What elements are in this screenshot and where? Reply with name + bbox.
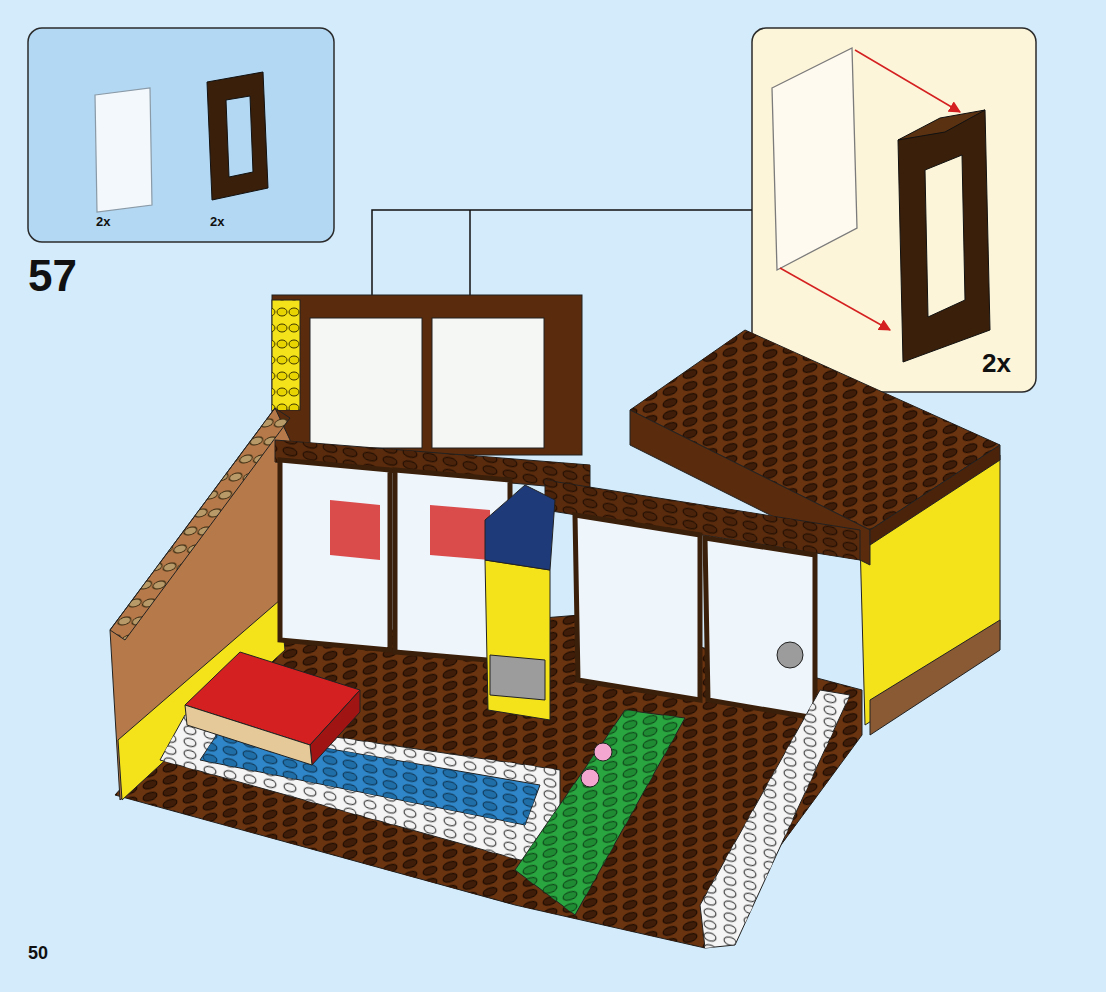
red-bench-side <box>310 690 360 765</box>
window-frame-opening <box>925 155 965 317</box>
blue-roof <box>485 485 555 570</box>
green-studs <box>515 710 685 915</box>
pool-border-studs <box>160 715 560 860</box>
interior-red <box>330 500 380 560</box>
back-window <box>310 318 422 448</box>
page-number: 50 <box>28 944 48 962</box>
glass-pane <box>772 48 857 270</box>
glass-pane <box>95 88 152 212</box>
stair-grille <box>490 655 545 700</box>
pink-flower <box>594 743 612 761</box>
quantity-label: 2x <box>96 215 110 228</box>
step-number: 57 <box>28 254 77 298</box>
white-fence <box>700 690 850 948</box>
bench-base <box>185 705 312 765</box>
assembly-arrow <box>855 50 960 112</box>
parts-panel <box>28 28 334 242</box>
yellow-column-studs <box>272 300 300 410</box>
wall-top-studs <box>110 408 290 640</box>
callout-box: 2x <box>752 28 1036 392</box>
back-window <box>432 318 544 448</box>
window-frame <box>207 72 268 200</box>
pink-flower <box>581 769 599 787</box>
quantity-label: 2x <box>210 215 224 228</box>
roof <box>630 330 1000 530</box>
green-plate <box>515 710 685 915</box>
window-frame <box>898 110 990 362</box>
yellow-column <box>272 300 300 410</box>
interior-red <box>430 505 490 560</box>
wall-base <box>870 620 1000 735</box>
assembly-arrow <box>780 268 890 330</box>
roof-edge <box>870 445 1000 545</box>
window-pane <box>705 538 815 718</box>
quantity-label: 2x <box>982 350 1011 376</box>
parts-panel: 2x 2x <box>28 28 334 242</box>
window-pane <box>280 460 390 650</box>
back-wall-frame <box>272 295 582 455</box>
lamp <box>777 642 803 668</box>
window-pane <box>575 515 700 700</box>
fence-studs <box>700 690 850 948</box>
stair-column <box>485 560 550 720</box>
window-frame-top <box>898 110 985 140</box>
callout-box <box>752 28 1036 392</box>
pool-border <box>160 715 560 860</box>
window-frame-opening <box>226 96 253 177</box>
roof-studs <box>630 330 1000 530</box>
